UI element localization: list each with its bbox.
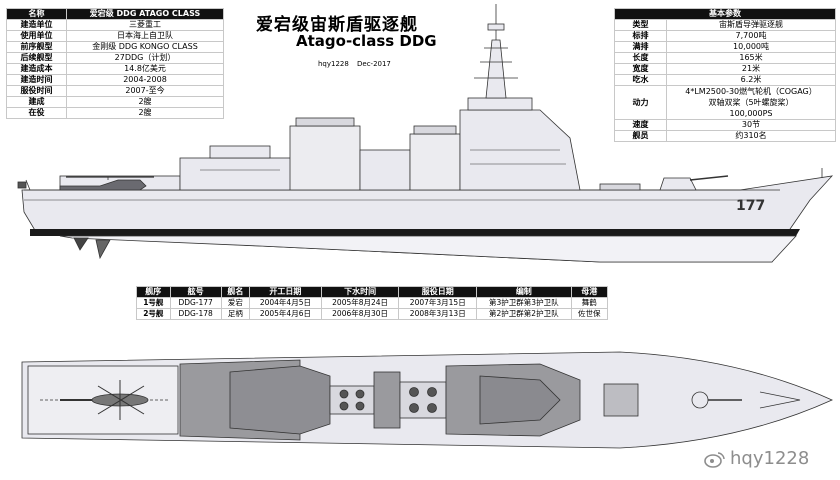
hull-number: 177 — [736, 198, 765, 214]
hangar-roof — [179, 359, 301, 441]
drawing-date: Dec-2017 — [357, 60, 391, 68]
author-credit: hqy1228 — [318, 60, 349, 68]
table-cell: DDG-177 — [169, 297, 222, 309]
table-cell: 2007年3月15日 — [398, 297, 478, 309]
bridge-plan — [445, 363, 581, 437]
ship-info-table: 名称 爱宕级 DDG ATAGO CLASS 建造单位三菱重工 使用单位日本海上… — [6, 8, 224, 119]
helicopter-plan — [60, 380, 149, 420]
param-label: 舰员 — [614, 130, 667, 142]
column-header: 下水时间 — [320, 286, 400, 298]
rudder — [95, 239, 111, 260]
table-cell: 第3护卫群第3护卫队 — [476, 297, 572, 309]
column-header: 舰名 — [220, 286, 251, 298]
table-cell: 2004年4月5日 — [249, 297, 322, 309]
ship-side-profile: 177 — [17, 4, 834, 263]
table-row: 使用单位日本海上自卫队 — [6, 30, 224, 42]
table-cell: 爱宕 — [220, 297, 251, 309]
table-row: 建造单位三菱重工 — [6, 19, 224, 31]
helideck — [27, 365, 179, 435]
aft-funnel — [289, 125, 361, 191]
table-row: 动力 4*LM2500-30燃气轮机（COGAG） 双轴双桨（5叶螺旋桨） 10… — [614, 85, 836, 120]
portholes — [200, 149, 566, 171]
column-header: 母港 — [570, 286, 609, 298]
table-cell: 第2护卫群第2护卫队 — [476, 308, 572, 320]
spec-value: 2艘 — [66, 107, 224, 119]
table-cell: DDG-178 — [169, 308, 222, 320]
mid-deck-plan — [373, 371, 401, 429]
table-cell: 佐世保 — [570, 308, 609, 320]
table-cell: 1号舰 — [136, 297, 171, 309]
table-cell: 2号舰 — [136, 308, 171, 320]
table-cell: 足柄 — [220, 308, 251, 320]
column-header: 编制 — [476, 286, 572, 298]
column-header: 开工日期 — [249, 286, 322, 298]
main-gun-plan — [691, 391, 709, 409]
column-header: 舰序 — [136, 286, 171, 298]
weibo-icon — [704, 451, 725, 468]
aft-deck-structure — [229, 365, 331, 435]
table-row: 2号舰 DDG-178 足柄 2005年4月6日 2006年8月30日 2008… — [136, 308, 609, 320]
watermark-text: hqy1228 — [730, 448, 810, 469]
main-gun — [659, 177, 697, 191]
table-cell: 2005年4月6日 — [249, 308, 322, 320]
table-cell: 2006年8月30日 — [320, 308, 400, 320]
page-subtitle: Atago-class DDG — [296, 32, 437, 50]
column-header: 服役日期 — [398, 286, 478, 298]
param-value-line: 4*LM2500-30燃气轮机（COGAG） — [685, 87, 817, 96]
table-row: 舰员约310名 — [614, 130, 836, 142]
waterline-stripe — [30, 229, 800, 236]
table-cell: 2008年3月13日 — [398, 308, 478, 320]
lower-hull — [59, 235, 797, 263]
ship-roster-header-row: 舰序 舷号 舰名 开工日期 下水时间 服役日期 编制 母港 — [136, 286, 609, 298]
param-value-multi: 4*LM2500-30燃气轮机（COGAG） 双轴双桨（5叶螺旋桨） 100,0… — [666, 85, 836, 120]
param-value-line: 双轴双桨（5叶螺旋桨） — [708, 98, 794, 107]
main-mast — [485, 39, 507, 99]
table-row: 1号舰 DDG-177 爱宕 2004年4月5日 2005年8月24日 2007… — [136, 297, 609, 309]
table-cell: 舞鹤 — [570, 297, 609, 309]
forward-vls-plan — [603, 383, 639, 417]
param-value-line: 100,000PS — [729, 109, 773, 118]
mid-superstructure — [359, 149, 411, 191]
aft-superstructure — [179, 157, 301, 191]
ship-roster-table: 舰序 舷号 舰名 开工日期 下水时间 服役日期 编制 母港 1号舰 DDG-17… — [136, 286, 609, 320]
table-cell: 2005年8月24日 — [320, 297, 400, 309]
forward-vls — [599, 183, 641, 191]
propeller — [73, 237, 89, 251]
page-title: 爱宕级宙斯盾驱逐舰 — [256, 15, 418, 35]
forward-funnel-plan — [399, 381, 447, 419]
helicopter-profile — [59, 176, 154, 191]
column-header: 舷号 — [169, 286, 222, 298]
param-value: 约310名 — [666, 130, 836, 142]
hull-plan-outline — [21, 351, 833, 449]
forward-funnel — [409, 133, 461, 191]
watermark: hqy1228 — [704, 448, 809, 469]
aft-funnel-plan — [329, 385, 375, 415]
